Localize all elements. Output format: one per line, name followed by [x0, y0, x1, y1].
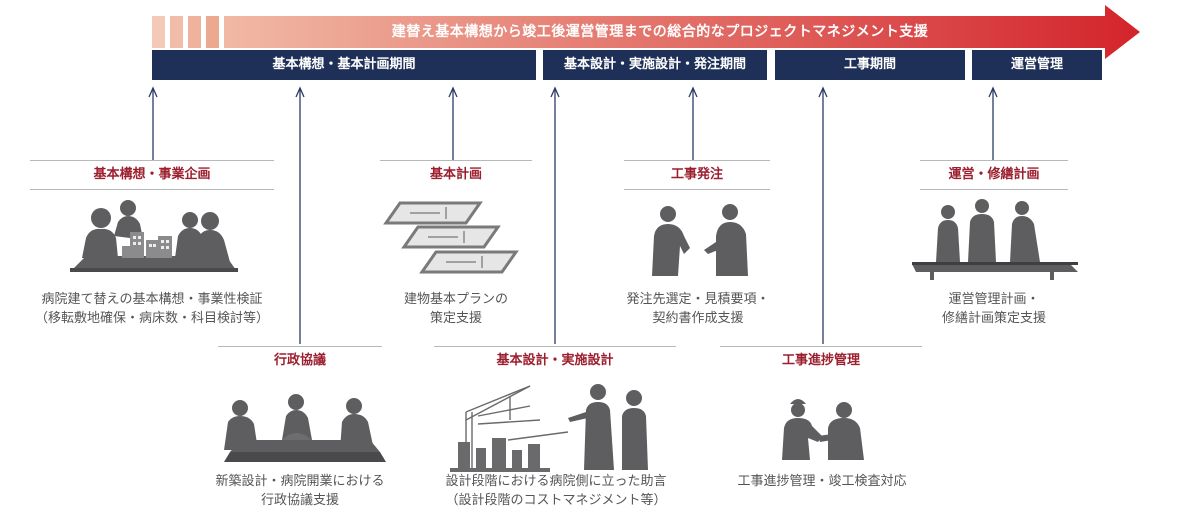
phase-construction: 工事期間	[775, 50, 965, 80]
node-desc-progress: 工事進捗管理・竣工検査対応	[712, 472, 932, 491]
node-desc-design: 設計段階における病院側に立った助言 （設計段階のコストマネジメント等）	[418, 472, 694, 510]
phase-operation: 運営管理	[972, 50, 1102, 80]
node-title-design: 基本設計・実施設計	[434, 346, 676, 375]
node-desc-administrative: 新築設計・病院開業における 行政協議支援	[190, 472, 410, 510]
node-title-basic-plan: 基本計画	[380, 160, 532, 189]
phase-basic-planning: 基本構想・基本計画期間	[152, 50, 536, 80]
node-title-administrative: 行政協議	[218, 346, 382, 375]
desc-line: 病院建て替えの基本構想・事業性検証	[41, 292, 263, 307]
desc-line: 建物基本プランの	[403, 292, 508, 307]
desc-line: 運営管理計画・	[948, 292, 1040, 307]
node-title-operation-repair: 運営・修繕計画	[920, 160, 1068, 190]
desc-line: 修繕計画策定支援	[941, 311, 1046, 326]
node-desc-operation-repair: 運営管理計画・ 修繕計画策定支援	[894, 290, 1094, 328]
node-desc-construction-order: 発注先選定・見積要項・ 契約書作成支援	[598, 290, 798, 328]
node-desc-basic-plan: 建物基本プランの 策定支援	[356, 290, 556, 328]
desc-line: 設計段階における病院側に立った助言	[445, 474, 667, 489]
desc-line: 工事進捗管理・竣工検査対応	[737, 474, 907, 489]
team-table-icon	[912, 199, 1078, 280]
desc-line: 策定支援	[429, 311, 482, 326]
banner-title: 建替え基本構想から竣工後運営管理までの総合的なプロジェクトマネジメント支援	[391, 24, 929, 40]
desc-line: （移転敷地確保・病床数・科目検討等）	[34, 311, 269, 326]
node-desc-basic-concept: 病院建て替えの基本構想・事業性検証 （移転敷地確保・病床数・科目検討等）	[10, 290, 294, 328]
desc-line: 契約書作成支援	[652, 311, 744, 326]
conference-table-icon	[224, 394, 386, 462]
business-discussion-icon	[652, 204, 748, 276]
node-title-progress: 工事進捗管理	[720, 346, 922, 375]
node-title-basic-concept: 基本構想・事業企画	[30, 160, 274, 190]
desc-line: 発注先選定・見積要項・	[626, 292, 770, 307]
meeting-table-building-model-icon	[70, 200, 238, 272]
floor-plans-icon	[383, 201, 519, 274]
phase-design-ordering: 基本設計・実施設計・発注期間	[543, 50, 767, 80]
node-title-construction-order: 工事発注	[624, 160, 770, 190]
timeline-connectors	[148, 86, 998, 344]
desc-line: （設計段階のコストマネジメント等）	[445, 493, 667, 508]
desc-line: 新築設計・病院開業における	[215, 474, 385, 489]
desc-line: 行政協議支援	[260, 493, 339, 508]
banner-arrow	[152, 5, 1140, 59]
handshake-hardhat-icon	[782, 399, 864, 460]
construction-crane-presentation-icon	[450, 384, 648, 472]
